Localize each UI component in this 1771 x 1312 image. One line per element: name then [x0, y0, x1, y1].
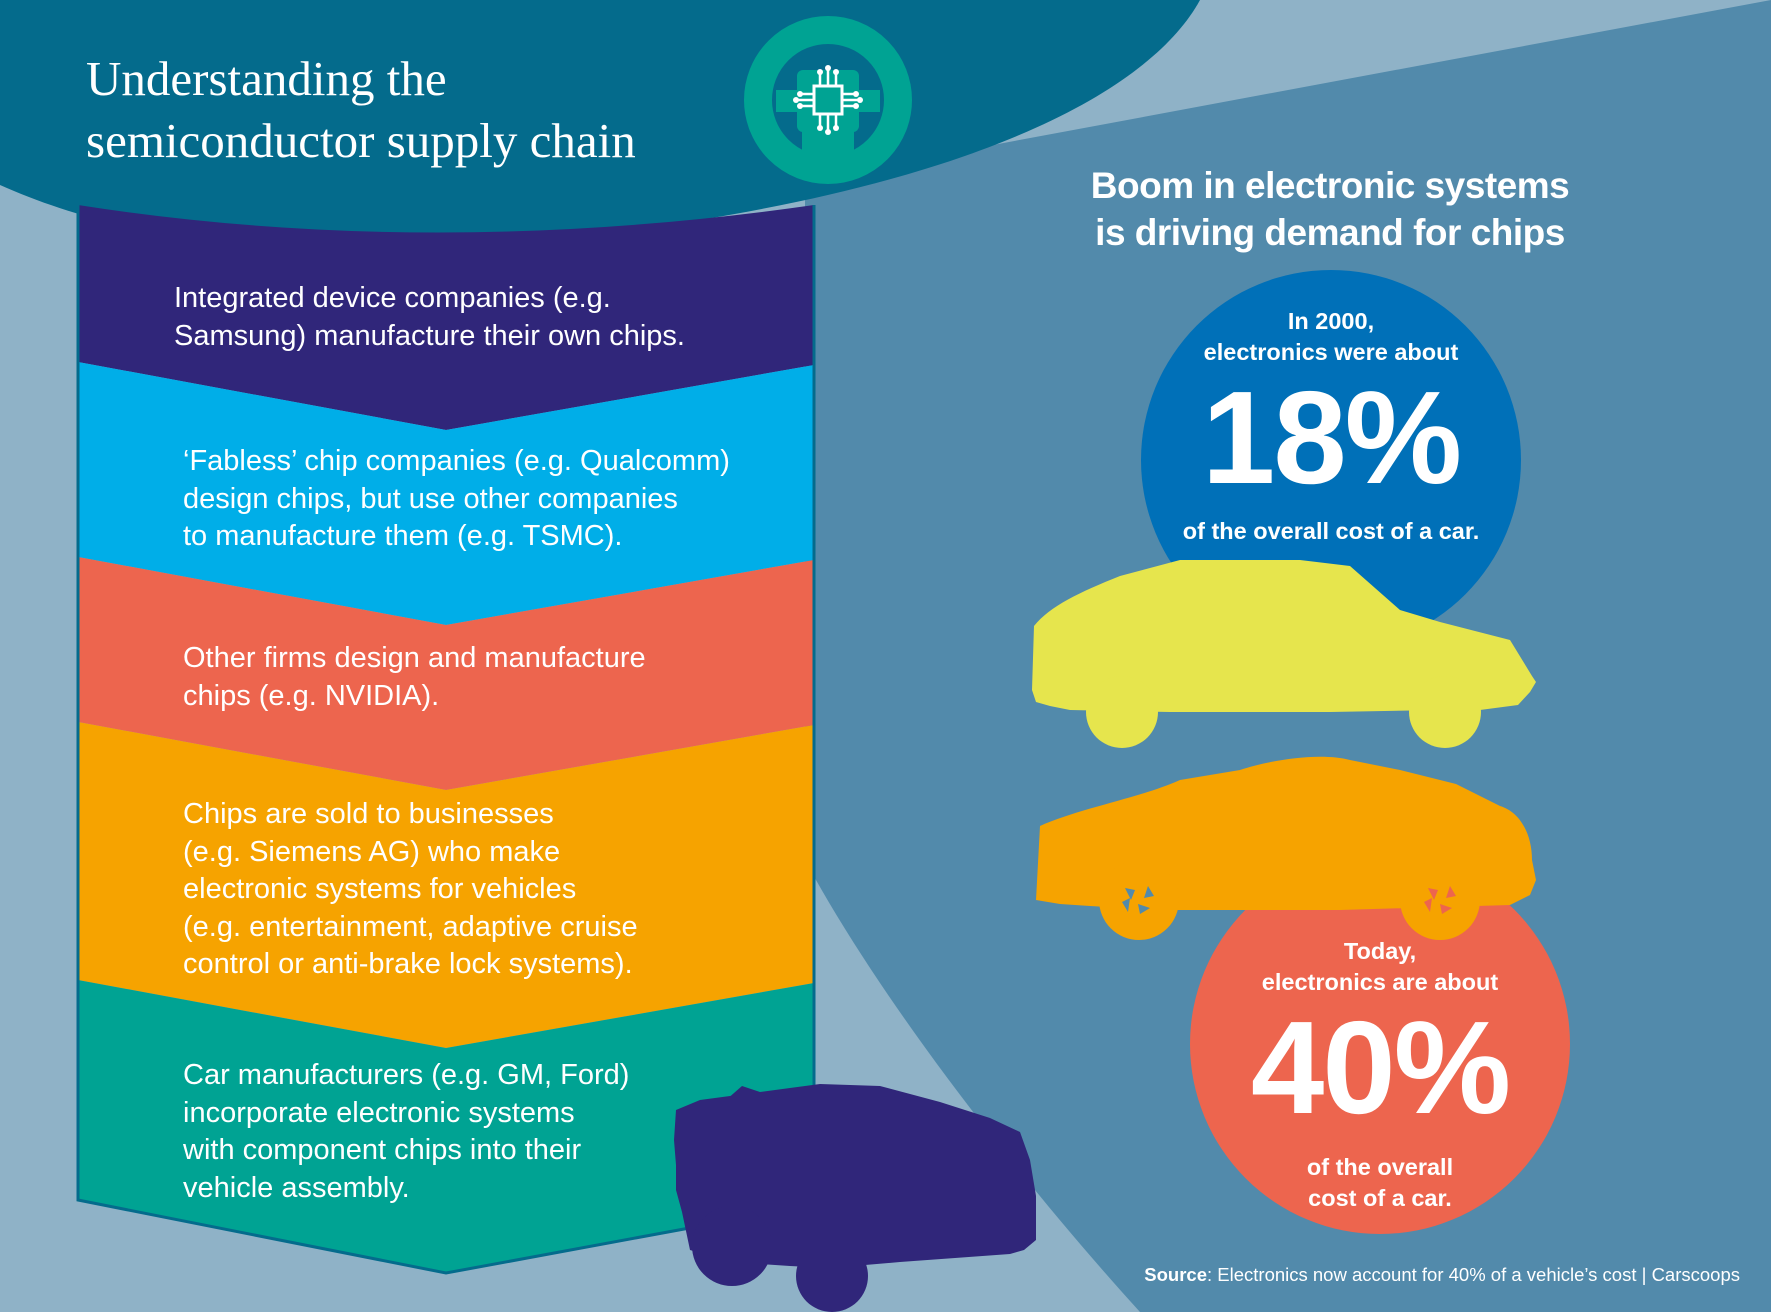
stat-today-outro-line: cost of a car.: [1308, 1185, 1452, 1211]
step-5-line: with component chips into their: [183, 1134, 582, 1166]
step-band-3: [78, 557, 814, 790]
step-5-line: Car manufacturers (e.g. GM, Ford): [183, 1059, 630, 1091]
hatchback-silhouette-icon: [1036, 756, 1536, 940]
stat-2000-outro-line: of the overall cost of a car.: [1182, 518, 1480, 544]
page-title: Understanding the semiconductor supply c…: [86, 48, 636, 172]
stat-today-intro: Today, electronics are about: [1190, 936, 1570, 998]
step-1-line: Integrated device companies (e.g.: [174, 282, 611, 314]
source-credit: Source: Electronics now account for 40% …: [1144, 1264, 1740, 1286]
step-4-line: control or anti-brake lock systems).: [183, 948, 633, 980]
source-text: : Electronics now account for 40% of a v…: [1207, 1264, 1740, 1285]
step-band-4: [78, 722, 814, 1048]
step-text-2: ‘Fabless’ chip companies (e.g. Qualcomm)…: [183, 443, 783, 556]
stat-2000-outro: of the overall cost of a car.: [1141, 516, 1521, 547]
step-4-line: (e.g. entertainment, adaptive cruise: [183, 910, 638, 943]
step-4-line: (e.g. Siemens AG) who make: [183, 835, 561, 868]
stat-circle-2000: [1141, 270, 1521, 650]
step-1-line: Samsung) manufacture their own chips.: [174, 319, 685, 352]
right-heading: Boom in electronic systems is driving de…: [1040, 162, 1620, 256]
stat-2000-intro: In 2000, electronics were about: [1141, 306, 1521, 368]
title-line-1: Understanding the: [86, 51, 447, 106]
step-5-line: incorporate electronic systems: [183, 1096, 575, 1129]
step-text-1: Integrated device companies (e.g. Samsun…: [174, 280, 774, 355]
step-text-3: Other firms design and manufacture chips…: [183, 640, 783, 715]
step-3-line: Other firms design and manufacture: [183, 642, 646, 674]
step-text-5: Car manufacturers (e.g. GM, Ford) incorp…: [183, 1057, 783, 1207]
stat-today-intro-line: Today,: [1343, 938, 1417, 964]
step-band-1: [78, 205, 814, 430]
wheel-spokes: [1122, 886, 1154, 914]
steering-wheel-chip-icon: [744, 16, 912, 184]
stat-today-intro-line: electronics are about: [1261, 969, 1499, 995]
step-text-4: Chips are sold to businesses (e.g. Sieme…: [183, 796, 783, 984]
step-4-line: Chips are sold to businesses: [183, 798, 554, 830]
step-5-line: vehicle assembly.: [183, 1171, 410, 1204]
stat-2000-intro-line: electronics were about: [1203, 339, 1459, 365]
right-heading-line-2: is driving demand for chips: [1095, 212, 1565, 253]
wheel-spokes-red: [1424, 886, 1456, 914]
stat-2000: In 2000, electronics were about 18% of t…: [1141, 306, 1521, 547]
step-2-line: ‘Fabless’ chip companies (e.g. Qualcomm): [183, 445, 730, 477]
stat-today-outro: of the overall cost of a car.: [1190, 1152, 1570, 1214]
step-2-line: design chips, but use other companies: [183, 482, 678, 515]
step-band-2: [78, 362, 814, 625]
step-3-line: chips (e.g. NVIDIA).: [183, 679, 440, 712]
stat-2000-value: 18%: [1201, 364, 1462, 511]
step-2-line: to manufacture them (e.g. TSMC).: [183, 520, 623, 552]
stat-today: Today, electronics are about 40% of the …: [1190, 936, 1570, 1214]
stat-2000-intro-line: In 2000,: [1287, 308, 1375, 334]
source-label: Source: [1144, 1264, 1207, 1285]
step-4-line: electronic systems for vehicles: [183, 873, 577, 905]
step-band-5: [78, 980, 814, 1273]
steps-outline: [76, 205, 816, 1275]
title-line-2: semiconductor supply chain: [86, 113, 636, 168]
right-heading-line-1: Boom in electronic systems: [1090, 165, 1570, 206]
suv-silhouette-icon: [1032, 560, 1536, 748]
supply-chain-steps: [76, 205, 816, 1275]
stat-circle-today: [1190, 854, 1570, 1234]
pickup-truck-silhouette-icon: [674, 1084, 1036, 1312]
stat-today-value: 40%: [1250, 994, 1511, 1141]
stat-today-outro-line: of the overall: [1306, 1154, 1454, 1180]
